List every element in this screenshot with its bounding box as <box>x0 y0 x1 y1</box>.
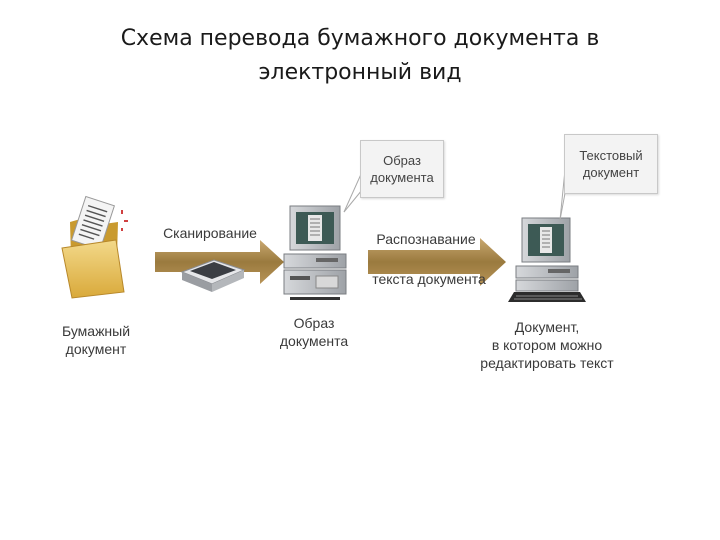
title-line-1: Схема перевода бумажного документа в <box>120 26 600 51</box>
title-line-2: электронный вид <box>258 60 462 85</box>
recognize-label-bottom: текста документа <box>372 271 486 287</box>
step-result-line-1: Документ, <box>514 319 580 335</box>
step-paper-label: Бумажный документ <box>46 322 146 358</box>
callout-image-document: Образ документа <box>360 140 444 198</box>
scan-label: Сканирование <box>163 225 257 241</box>
recognize-label-top: Распознавание <box>376 231 476 247</box>
step-result-label: Документ, в котором можно редактировать … <box>470 318 624 372</box>
step-image-line-1: Образ <box>293 315 335 331</box>
step-paper-line-2: документ <box>65 341 127 357</box>
callout-text-document: Текстовый документ <box>564 134 658 194</box>
step-result-line-3: редактировать текст <box>480 355 614 371</box>
computer-icon <box>283 205 347 300</box>
page-title: Схема перевода бумажного документа в эле… <box>0 22 720 90</box>
step-paper-line-1: Бумажный <box>61 323 131 339</box>
recognize-arrow <box>368 238 506 286</box>
folder-front <box>61 239 125 299</box>
step-image-label: Образ документа <box>264 314 364 350</box>
callout-image-line-1: Образ <box>383 153 421 168</box>
computer-icon <box>508 217 586 302</box>
callout-pointer-image <box>343 171 363 213</box>
callout-image-line-2: документа <box>370 170 434 185</box>
callout-text-line-1: Текстовый <box>579 148 643 163</box>
sparkle-marks <box>121 210 128 231</box>
step-image-line-2: документа <box>279 333 349 349</box>
scanner-icon <box>180 259 246 292</box>
callout-text-line-2: документ <box>582 165 640 180</box>
step-result-line-2: в котором можно <box>491 337 603 353</box>
